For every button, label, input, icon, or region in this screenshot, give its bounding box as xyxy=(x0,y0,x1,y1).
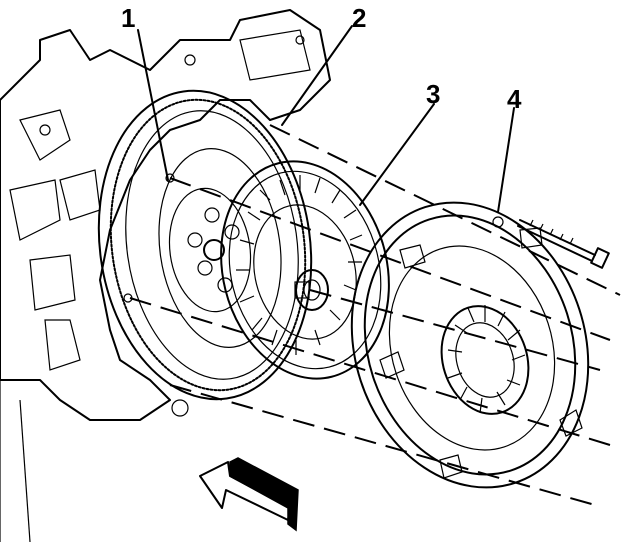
callout-3: 3 xyxy=(426,79,440,109)
clutch-disc xyxy=(220,160,390,380)
callout-2: 2 xyxy=(352,3,366,33)
bolt xyxy=(517,219,610,269)
callout-1: 1 xyxy=(121,3,135,33)
alignment-lines xyxy=(129,124,621,506)
leader-lines xyxy=(137,25,515,213)
arrow-left-down-icon xyxy=(199,457,299,532)
callout-labels: 1 2 3 4 xyxy=(121,3,522,114)
flywheel xyxy=(97,89,313,401)
callout-4: 4 xyxy=(507,84,522,114)
